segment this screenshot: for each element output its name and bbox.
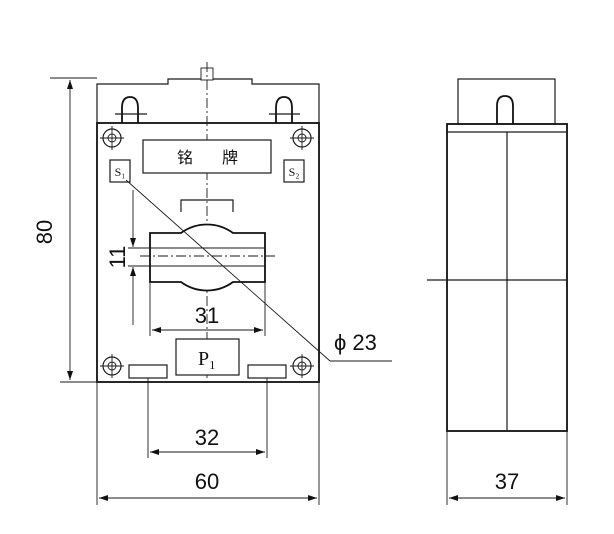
front-view: 铭 牌 S₁ S₂ [96, 62, 392, 385]
side-top-cap [457, 78, 556, 125]
nameplate-char-1: 铭 [177, 148, 193, 167]
terminal-s1-label: S₁ [115, 165, 126, 179]
hook-left [121, 96, 139, 123]
bore-notch [180, 199, 234, 212]
dim-depth-label: 37 [495, 469, 519, 494]
screw-bottom-left [100, 354, 124, 378]
front-dimensions: 80 11 31 ϕ 23 32 60 [32, 77, 377, 505]
screw-top-left [100, 126, 124, 150]
dim-width-label: 60 [195, 469, 219, 494]
body-outline [96, 122, 320, 383]
screw-top-right [290, 126, 314, 150]
window-outline [149, 223, 266, 292]
screw-bottom-right [290, 354, 314, 378]
terminal-s2-box [283, 159, 305, 183]
side-view [427, 78, 568, 432]
terminal-p1-box [175, 338, 240, 376]
dim-window-height-label: 11 [105, 246, 130, 269]
side-dimensions: 37 [446, 431, 568, 505]
bottom-strip-left [128, 364, 168, 379]
nameplate-box [142, 139, 272, 174]
diameter-leader [125, 179, 331, 362]
hook-right [275, 96, 293, 123]
dim-bore-diameter-label: ϕ 23 [334, 330, 377, 355]
dim-height-label: 80 [32, 220, 57, 244]
terminal-s2-label: S₂ [289, 165, 300, 179]
top-cover-outline [96, 78, 320, 123]
dim-window-width-label: 31 [195, 303, 219, 328]
terminal-s1-box [109, 159, 131, 183]
side-hook [496, 95, 514, 124]
dim-mount-spacing-label: 32 [195, 425, 219, 450]
bottom-strip-right [247, 364, 287, 379]
nameplate-char-2: 牌 [222, 148, 238, 167]
terminal-p1-label: P₁ [198, 348, 216, 370]
